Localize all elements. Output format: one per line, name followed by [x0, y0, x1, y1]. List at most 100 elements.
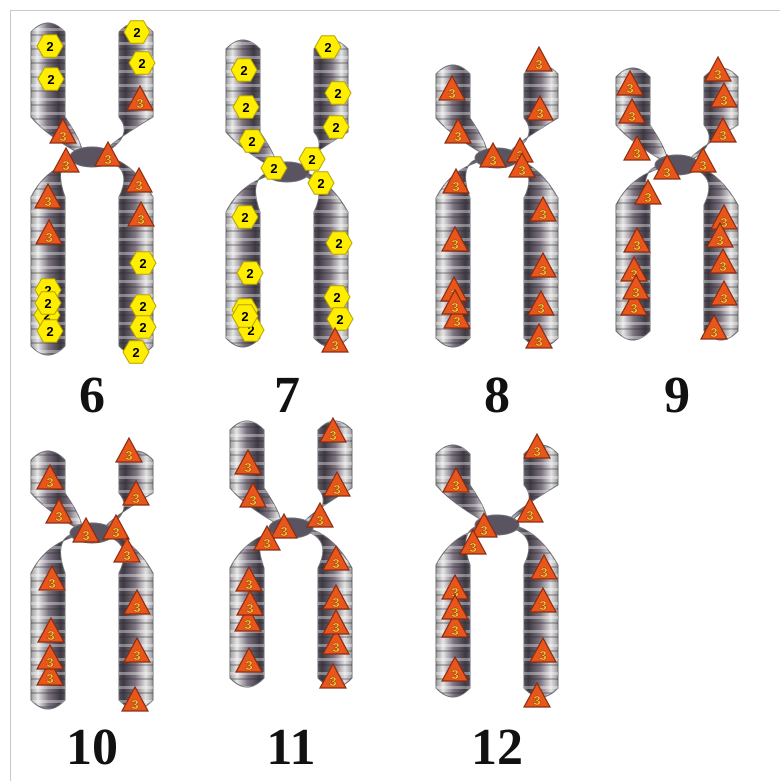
marker-label: 2	[44, 296, 51, 311]
marker-label: 2	[241, 210, 248, 225]
marker-label: 3	[633, 146, 640, 161]
triangle-marker: 3	[116, 438, 142, 463]
marker-label: 2	[308, 152, 315, 167]
marker-label: 3	[536, 106, 543, 121]
marker-label: 3	[719, 128, 726, 143]
triangle-marker: 3	[526, 47, 552, 72]
marker-label: 3	[453, 314, 460, 329]
marker-label: 2	[132, 345, 139, 360]
marker-label: 3	[533, 444, 540, 459]
marker-label: 3	[628, 109, 635, 124]
marker-label: 3	[62, 158, 69, 173]
marker-label: 3	[47, 628, 54, 643]
marker-label: 3	[112, 525, 119, 540]
marker-label: 3	[104, 152, 111, 167]
marker-label: 2	[139, 256, 146, 271]
marker-label: 3	[331, 338, 338, 353]
marker-label: 3	[316, 513, 323, 528]
marker-label: 3	[489, 153, 496, 168]
marker-label: 3	[263, 536, 270, 551]
marker-label: 2	[47, 72, 54, 87]
marker-label: 3	[633, 238, 640, 253]
marker-label: 2	[133, 25, 140, 40]
marker-label: 2	[332, 120, 339, 135]
marker-label: 3	[451, 237, 458, 252]
marker-label: 3	[454, 129, 461, 144]
marker-label: 3	[249, 493, 256, 508]
marker-label: 3	[45, 230, 52, 245]
marker-label: 3	[716, 233, 723, 248]
marker-label: 3	[44, 194, 51, 209]
marker-label: 3	[46, 475, 53, 490]
marker-label: 2	[324, 40, 331, 55]
marker-label: 3	[719, 259, 726, 274]
marker-label: 3	[452, 478, 459, 493]
marker-label: 3	[469, 540, 476, 555]
marker-label: 3	[245, 577, 252, 592]
marker-label: 3	[533, 693, 540, 708]
marker-label: 3	[451, 300, 458, 315]
marker-label: 3	[131, 697, 138, 712]
marker-label: 3	[244, 617, 251, 632]
marker-label: 2	[46, 324, 53, 339]
marker-label: 3	[125, 448, 132, 463]
marker-label: 3	[133, 600, 140, 615]
marker-label: 3	[539, 598, 546, 613]
marker-label: 3	[720, 93, 727, 108]
marker-label: 2	[139, 299, 146, 314]
marker-label: 3	[55, 509, 62, 524]
marker-label: 2	[242, 100, 249, 115]
marker-label: 3	[132, 491, 139, 506]
marker-label: 3	[137, 212, 144, 227]
chromosome-number-label: 10	[66, 719, 118, 776]
marker-label: 3	[332, 595, 339, 610]
marker-label: 3	[451, 667, 458, 682]
marker-label: 3	[535, 57, 542, 72]
chromosome-number-label: 11	[266, 719, 315, 776]
marker-label: 3	[332, 620, 339, 635]
marker-label: 2	[336, 312, 343, 327]
marker-label: 3	[539, 648, 546, 663]
marker-label: 2	[246, 266, 253, 281]
marker-label: 3	[630, 301, 637, 316]
marker-label: 3	[720, 291, 727, 306]
marker-label: 3	[136, 96, 143, 111]
marker-label: 3	[123, 548, 130, 563]
marker-label: 3	[540, 565, 547, 580]
marker-label: 3	[46, 671, 53, 686]
marker-label: 3	[526, 508, 533, 523]
marker-label: 3	[448, 86, 455, 101]
marker-label: 3	[714, 67, 721, 82]
marker-label: 3	[82, 528, 89, 543]
marker-label: 3	[135, 178, 142, 193]
marker-label: 2	[270, 161, 277, 176]
marker-label: 3	[626, 81, 633, 96]
marker-label: 3	[699, 158, 706, 173]
marker-label: 3	[644, 190, 651, 205]
marker-label: 3	[535, 334, 542, 349]
marker-label: 2	[241, 309, 248, 324]
marker-label: 2	[248, 134, 255, 149]
marker-label: 3	[710, 325, 717, 340]
marker-label: 3	[46, 655, 53, 670]
chromosome-number-label: 6	[79, 367, 105, 424]
marker-label: 2	[317, 176, 324, 191]
marker-label: 3	[329, 674, 336, 689]
marker-label: 2	[139, 320, 146, 335]
marker-label: 3	[332, 640, 339, 655]
marker-label: 3	[518, 163, 525, 178]
marker-label: 3	[451, 605, 458, 620]
marker-label: 3	[333, 482, 340, 497]
marker-label: 3	[539, 263, 546, 278]
marker-label: 3	[133, 648, 140, 663]
chromosome-number-label: 7	[274, 367, 300, 424]
marker-label: 3	[48, 576, 55, 591]
marker-label: 3	[280, 524, 287, 539]
chromosome-number-label: 8	[484, 367, 510, 424]
marker-label: 3	[246, 601, 253, 616]
marker-label: 3	[59, 129, 66, 144]
chromosome-number-label: 9	[664, 367, 690, 424]
marker-label: 2	[334, 86, 341, 101]
marker-label: 3	[480, 523, 487, 538]
